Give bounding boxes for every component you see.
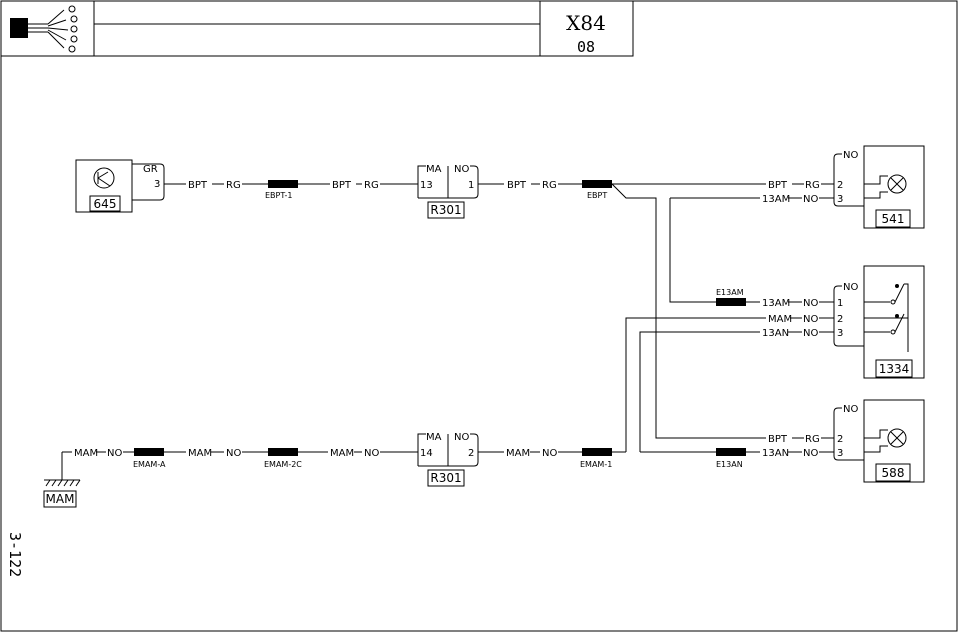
wire-label-bpt: BPT: [768, 180, 788, 191]
pin-1334-1: 1: [837, 298, 843, 309]
relay-label-ma: MA: [426, 432, 442, 443]
wire-label-bpt: BPT: [188, 180, 208, 191]
wire-label-no: NO: [803, 194, 818, 205]
connector-emam-2c-label: EMAM-2C: [264, 460, 302, 469]
wire-label-no: NO: [226, 448, 241, 459]
connector-emam-1-label: EMAM-1: [580, 460, 612, 469]
component-588-label: 588: [882, 466, 905, 480]
connector-emam-a-label: EMAM-A: [133, 460, 166, 469]
lamp-icon: [864, 428, 907, 453]
connector-emam-a: [134, 448, 164, 456]
component-1334-label: 1334: [879, 362, 910, 376]
bottom-wire-run: MAM NO EMAM-A MAM NO EMAM-2C MAM NO: [62, 448, 418, 469]
wire-label-13am: 13AM: [762, 194, 790, 205]
wire-label-13an: 13AN: [762, 328, 789, 339]
wire-label-rg: RG: [805, 180, 820, 191]
top-wire-run: BPT RG EBPT-1 BPT RG: [164, 180, 418, 200]
component-541-label: 541: [882, 212, 905, 226]
ground-mam: MAM: [43, 452, 81, 508]
relay-r301-bottom: MA NO 14 2 R301: [417, 432, 479, 487]
connector-e13am-label: E13AM: [716, 288, 744, 297]
connector-no: NO: [843, 404, 858, 415]
header-sub: 08: [577, 38, 595, 56]
component-588: BPT RG E13AN 13AN NO NO 2 3 588: [640, 399, 925, 483]
wire-label-no: NO: [364, 448, 379, 459]
switch-icon: [864, 283, 909, 352]
relay-label-no: NO: [454, 164, 469, 175]
wire-label-no: NO: [803, 298, 818, 309]
relay-pin-13: 13: [420, 180, 433, 191]
wire-label-mam: MAM: [188, 448, 212, 459]
connector-emam-1: [582, 448, 612, 456]
header-code: X84: [566, 11, 606, 35]
wire-label-bpt: BPT: [507, 180, 527, 191]
wire-label-bpt: BPT: [768, 434, 788, 445]
transistor-icon: [93, 167, 115, 189]
connector-emam-2c: [268, 448, 298, 456]
component-1334: E13AM 13AM NO MAM NO 13AN NO NO 1 2 3 13…: [625, 265, 925, 452]
ground-mam-label: MAM: [46, 492, 75, 506]
relay-label-ma: MA: [426, 164, 442, 175]
component-645-label: 645: [94, 197, 117, 211]
pin-541-3: 3: [837, 194, 843, 205]
relay-label-no: NO: [454, 432, 469, 443]
title-block: X84 08: [0, 0, 634, 57]
connector-ebpt-1-label: EBPT-1: [265, 191, 293, 200]
connector-ebpt-1: [268, 180, 298, 188]
relay-r301-top: MA NO 13 1 R301: [417, 164, 479, 219]
connector-e13an-label: E13AN: [716, 460, 743, 469]
wire-label-mam: MAM: [768, 314, 792, 325]
bottom-wire-run-2: MAM NO EMAM-1: [478, 448, 626, 469]
relay-r301-top-label: R301: [430, 203, 461, 217]
wire-label-no: NO: [542, 448, 557, 459]
connector-e13an: [716, 448, 746, 456]
wire-label-rg: RG: [226, 180, 241, 191]
relay-pin-1: 1: [468, 180, 474, 191]
pin-645-3: 3: [154, 179, 160, 190]
wire-label-no: NO: [803, 328, 818, 339]
wire-label-rg: RG: [364, 180, 379, 191]
wire-label-no: NO: [107, 448, 122, 459]
component-645: 645 GR 3: [75, 159, 165, 213]
wire-label-rg: RG: [542, 180, 557, 191]
connector-ebpt-label: EBPT: [587, 191, 607, 200]
wire-label-mam: MAM: [506, 448, 530, 459]
wire-label-mam: MAM: [74, 448, 98, 459]
connector-ebpt: [582, 180, 612, 188]
wire-label-no: NO: [803, 448, 818, 459]
wire-color-gr: GR: [143, 164, 158, 175]
pin-588-2: 2: [837, 434, 843, 445]
pin-588-3: 3: [837, 448, 843, 459]
pin-1334-2: 2: [837, 314, 843, 325]
wire-label-13am: 13AM: [762, 298, 790, 309]
wire-label-13an: 13AN: [762, 448, 789, 459]
wire-label-mam: MAM: [330, 448, 354, 459]
relay-r301-bottom-label: R301: [430, 471, 461, 485]
component-541: BPT RG 13AM NO NO 2 3 541: [762, 145, 925, 229]
lamp-icon: [864, 174, 907, 199]
pin-541-2: 2: [837, 180, 843, 191]
relay-pin-14: 14: [420, 448, 433, 459]
side-reference: 3-122: [6, 532, 24, 577]
wire-label-no: NO: [803, 314, 818, 325]
connector-logo-icon: [10, 5, 78, 53]
top-wire-run-2: BPT RG EBPT: [478, 180, 766, 439]
wire-label-bpt: BPT: [332, 180, 352, 191]
pin-1334-3: 3: [837, 328, 843, 339]
connector-e13am: [716, 298, 746, 306]
connector-no: NO: [843, 282, 858, 293]
wire-label-rg: RG: [805, 434, 820, 445]
relay-pin-2: 2: [468, 448, 474, 459]
connector-no: NO: [843, 150, 858, 161]
